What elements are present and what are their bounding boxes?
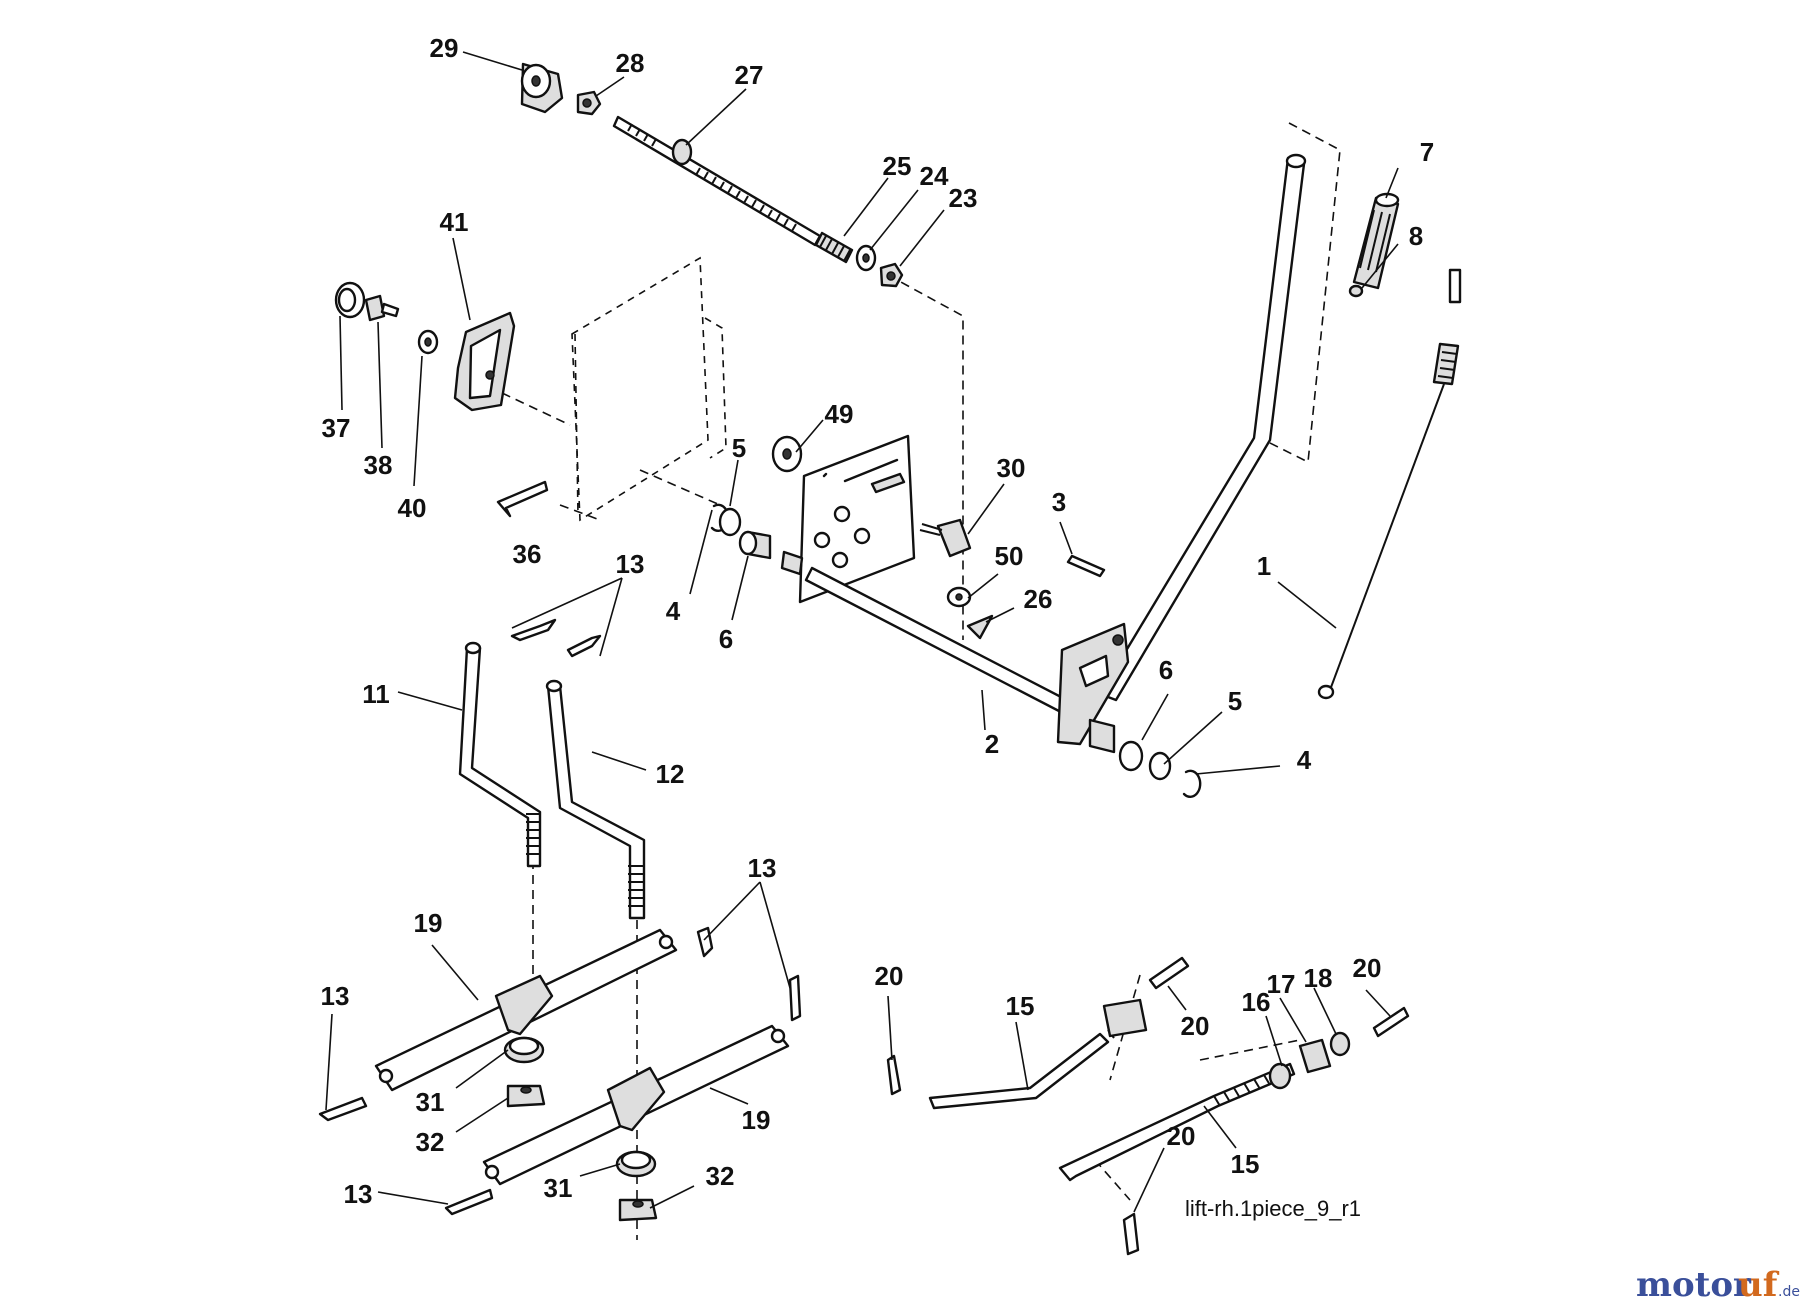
callout-17: 17 [1267,969,1296,999]
part-28-nut [576,90,602,116]
callout-29: 29 [430,33,459,63]
lift-lever [1056,153,1307,746]
callout-23: 23 [949,183,978,213]
part-24-washer [855,244,877,272]
part-11-link [458,641,542,868]
callout-20-bottom: 20 [1167,1121,1196,1151]
assembly-dash-lines [501,122,1341,1240]
parts-4-5-6-left [710,503,772,560]
part-23-nut [879,262,904,288]
callout-20-left: 20 [875,961,904,991]
callout-37: 37 [322,413,351,443]
callout-5-right: 5 [1228,686,1242,716]
callout-16: 16 [1242,987,1271,1017]
callout-5-left: 5 [732,433,746,463]
callout-6-left: 6 [719,624,733,654]
callout-18: 18 [1304,963,1333,993]
part-3-pin [1066,554,1106,578]
callout-13-bottom: 13 [344,1179,373,1209]
part-2-shaft [780,550,1092,726]
callout-31-right: 31 [544,1173,573,1203]
callout-3: 3 [1052,487,1066,517]
part-7-grip [1352,192,1400,290]
callout-4-left: 4 [666,596,681,626]
callout-31-left: 31 [416,1087,445,1117]
part-31-bushings [503,1036,657,1178]
callout-27: 27 [735,60,764,90]
callout-leaders [325,51,1399,1213]
part-26-clip [966,614,994,640]
callout-6-right: 6 [1159,655,1173,685]
part-29-knob [520,62,564,114]
part-38-bolt [364,294,400,322]
callout-30: 30 [997,453,1026,483]
callout-24: 24 [920,161,949,191]
callout-50: 50 [995,541,1024,571]
callout-19-lower: 19 [742,1105,771,1135]
part-41-bracket [453,311,516,412]
callout-15-lower: 15 [1231,1149,1260,1179]
callout-28: 28 [616,48,645,78]
part-49-button [771,435,803,473]
callout-26: 26 [1024,584,1053,614]
callout-13-upper: 13 [616,549,645,579]
callout-2: 2 [985,729,999,759]
watermark-logo: motor uf .de [1636,1265,1800,1305]
callout-13-left: 13 [321,981,350,1011]
part-19-arm-upper [374,928,678,1092]
part-1-cable [1317,268,1462,700]
callout-1: 1 [1257,551,1271,581]
callout-38: 38 [364,450,393,480]
part-25-spring [814,231,854,264]
watermark-main: motor [1636,1265,1752,1305]
callout-41: 41 [440,207,469,237]
part-12-link [545,679,646,920]
bracket-plate-outline [571,256,727,522]
part-36-clip [496,480,549,518]
callout-11: 11 [362,679,390,709]
callout-labels: 29 28 27 25 24 23 41 37 38 40 36 49 5 30… [321,33,1435,1209]
callout-8: 8 [1409,221,1423,251]
part-32-nuts [506,1084,658,1222]
part-15-rod-upper [928,998,1148,1110]
watermark-accent: uf [1738,1265,1780,1305]
callout-20-right: 20 [1353,953,1382,983]
callout-36: 36 [513,539,542,569]
callout-25: 25 [883,151,912,181]
callout-40: 40 [398,493,427,523]
part-30-adjuster [919,518,972,558]
part-40-washer [417,329,439,355]
callout-32-right: 32 [706,1161,735,1191]
part-15-rod-lower [1058,1062,1296,1182]
part-13-clips [318,618,802,1216]
part-8-nut [1348,284,1364,298]
drawing-id: lift-rh.1piece_9_r1 [1185,1196,1361,1221]
watermark-suffix: .de [1778,1284,1800,1300]
callout-12: 12 [656,759,685,789]
part-19-arm-lower [482,1024,790,1186]
callout-49: 49 [825,399,854,429]
callout-20-mid: 20 [1181,1011,1210,1041]
callout-15-upper: 15 [1006,991,1035,1021]
callout-4-right: 4 [1297,745,1312,775]
parts-4-5-6-right [1088,718,1202,798]
callout-19-upper: 19 [414,908,443,938]
callout-7: 7 [1420,137,1434,167]
callout-13-right: 13 [748,853,777,883]
callout-32-left: 32 [416,1127,445,1157]
part-27-threaded-rod [612,115,822,247]
part-37-cap [334,281,366,319]
part-50-lockwasher [946,586,972,608]
part-16-17-18-hardware [1268,1031,1351,1090]
